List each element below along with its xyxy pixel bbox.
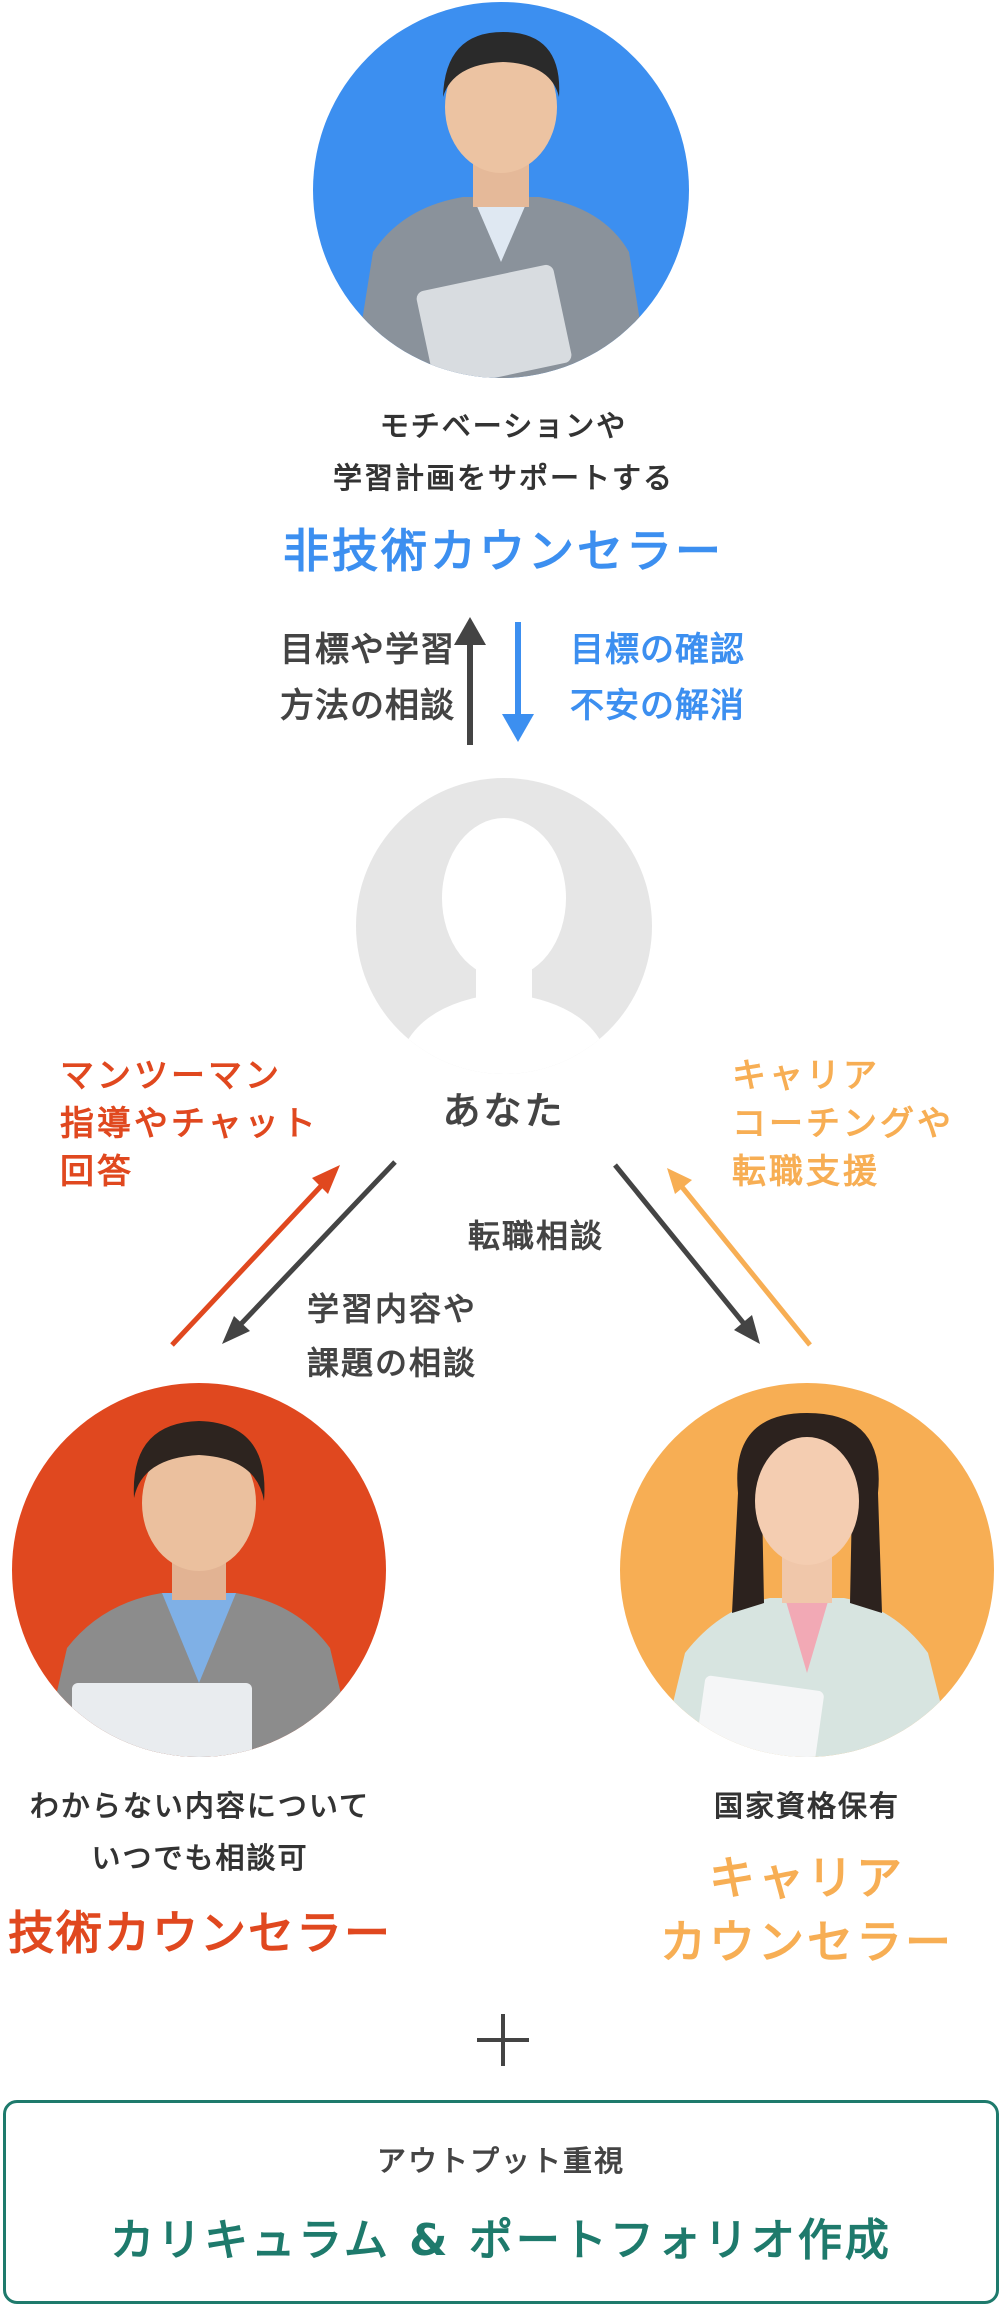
career-support-line: 転職支援 <box>732 1152 880 1192</box>
person-silhouette-icon <box>42 1421 356 1757</box>
top-left-consult-text: 目標や学習 方法の相談 <box>215 622 455 734</box>
non-tech-description: モチベーションや 学習計画をサポートする <box>250 400 757 504</box>
tech-consult-label: 学習内容や 課題の相談 <box>307 1282 537 1390</box>
career-consult-label: 転職相談 <box>468 1217 605 1255</box>
career-support-label: キャリア コーチングや 転職支援 <box>732 1052 1002 1196</box>
plus-icon <box>477 2014 529 2066</box>
tech-support-label: マンツーマン 指導やチャット 回答 <box>60 1052 360 1196</box>
user-silhouette-icon <box>396 818 612 1074</box>
tech-role-title: 技術カウンセラー <box>8 1906 392 1960</box>
output-focus-subtitle: アウトプット重視 <box>376 2144 625 2178</box>
output-focus-box: アウトプット重視 カリキュラム & ポートフォリオ作成 <box>3 2100 999 2304</box>
non-tech-description-line: 学習計画をサポートする <box>332 461 674 495</box>
person-silhouette-icon <box>660 1413 954 1757</box>
top-right-support-line: 不安の解消 <box>570 686 745 726</box>
career-support-line: キャリア <box>732 1056 880 1096</box>
non-tech-description-line: モチベーションや <box>379 409 628 443</box>
top-right-support-line: 目標の確認 <box>570 630 745 670</box>
career-role-line: キャリア <box>709 1851 905 1905</box>
tech-description: わからない内容について いつでも相談可 <box>0 1780 400 1884</box>
tech-consult-line: 学習内容や <box>307 1290 478 1328</box>
tech-description-line: いつでも相談可 <box>91 1841 309 1875</box>
arrow-down-from-non-tech <box>502 622 534 742</box>
tech-counselor-photo <box>12 1383 386 1757</box>
career-role-line: カウンセラー <box>660 1915 954 1969</box>
non-tech-counselor-photo <box>313 2 689 378</box>
tech-support-line: 回答 <box>60 1152 134 1192</box>
top-left-consult-line: 目標や学習 <box>280 630 455 670</box>
tech-support-line: 指導やチャット <box>60 1104 319 1144</box>
arrow-up-to-non-tech <box>454 617 486 745</box>
you-label: あなた <box>442 1089 566 1133</box>
tech-support-line: マンツーマン <box>60 1056 282 1096</box>
you-avatar <box>356 778 652 1074</box>
output-focus-title: カリキュラム & ポートフォリオ作成 <box>110 2215 892 2266</box>
career-role-title: キャリア カウンセラー <box>607 1846 1007 1974</box>
top-right-support-text: 目標の確認 不安の解消 <box>570 622 830 734</box>
tech-consult-line: 課題の相談 <box>307 1344 478 1382</box>
tech-description-line: わからない内容について <box>29 1789 371 1823</box>
person-silhouette-icon <box>353 32 649 378</box>
non-tech-role-title: 非技術カウンセラー <box>283 524 724 578</box>
career-description: 国家資格保有 <box>713 1789 900 1823</box>
top-left-consult-line: 方法の相談 <box>280 686 455 726</box>
career-counselor-photo <box>620 1383 994 1757</box>
career-support-line: コーチングや <box>732 1104 954 1144</box>
